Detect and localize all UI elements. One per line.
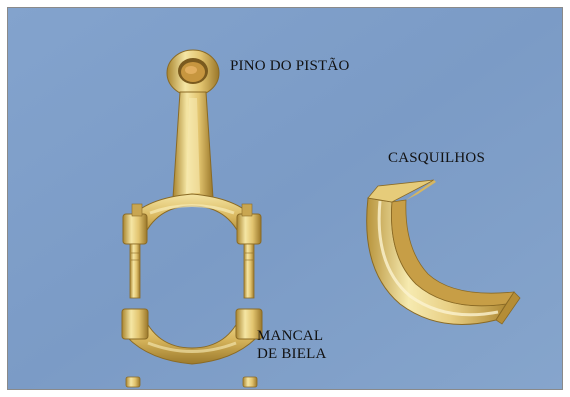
big-end-bearing-label-line1: MANCAL (257, 328, 323, 345)
piston-pin-label: PINO DO PISTÃO (230, 58, 349, 75)
diagram-frame: PINO DO PISTÃO CASQUILHOS MANCAL DE BIEL… (7, 7, 563, 390)
small-end-eye (167, 50, 219, 96)
bearing-shells-label: CASQUILHOS (388, 150, 485, 167)
big-end-bearing-label-line2: DE BIELA (257, 346, 327, 363)
